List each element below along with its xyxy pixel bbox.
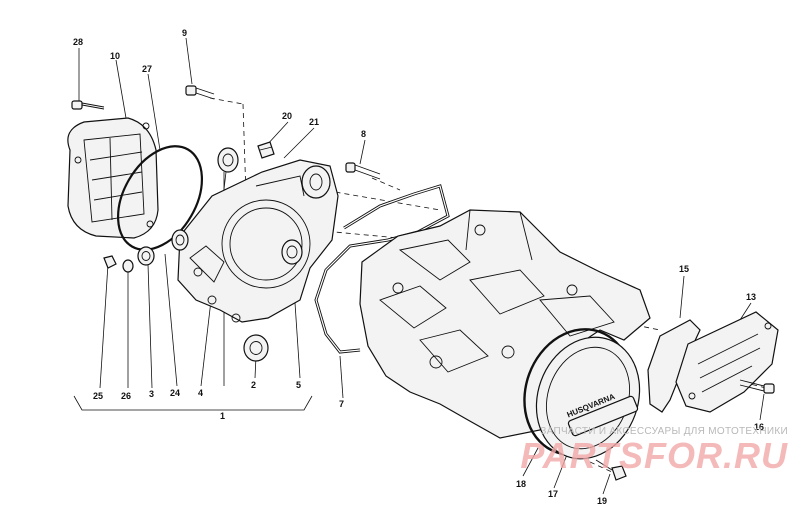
bolt-8 xyxy=(345,162,381,180)
washer-3 xyxy=(137,246,155,266)
callout-25: 25 xyxy=(93,391,104,401)
seal-24 xyxy=(171,229,189,251)
callout-17: 17 xyxy=(548,489,559,499)
ignition-cover-17 xyxy=(535,336,641,460)
cover-10 xyxy=(67,117,159,239)
callout-3: 3 xyxy=(149,389,155,399)
crankcase-left xyxy=(177,159,339,323)
cover-13 xyxy=(675,311,779,413)
watermark: ЗАПЧАСТИ И АКСЕССУАРЫ ДЛЯ МОТОТЕХНИКИ PA… xyxy=(520,426,788,477)
bearing-5 xyxy=(281,239,303,265)
o-ring-27 xyxy=(116,145,204,251)
callout-16: 16 xyxy=(754,422,765,432)
nut-25 xyxy=(103,255,117,269)
callout-10: 10 xyxy=(110,51,121,61)
bolt-16 xyxy=(739,379,775,394)
bolt-28 xyxy=(71,100,105,110)
bearing-upper xyxy=(217,147,239,173)
callout-4: 4 xyxy=(198,388,204,398)
callout-24: 24 xyxy=(170,388,181,398)
gasket-15 xyxy=(647,319,701,413)
callout-26: 26 xyxy=(121,391,132,401)
bolt-19 xyxy=(595,459,627,481)
callout-9: 9 xyxy=(182,28,188,38)
plug-20 xyxy=(257,141,275,159)
callout-5: 5 xyxy=(296,380,302,390)
bolt-9 xyxy=(185,85,215,100)
watermark-subtitle: ЗАПЧАСТИ И АКСЕССУАРЫ ДЛЯ МОТОТЕХНИКИ xyxy=(540,426,788,437)
washer-26 xyxy=(122,259,134,273)
gasket-7 xyxy=(314,184,450,354)
watermark-logo: PARTSFOR.RU xyxy=(520,435,788,476)
callout-18: 18 xyxy=(516,479,527,489)
callout-7: 7 xyxy=(339,399,345,409)
callout-28: 28 xyxy=(73,37,84,47)
callout-13: 13 xyxy=(746,292,757,302)
callout-15: 15 xyxy=(679,264,690,274)
bearing-2 xyxy=(243,334,269,362)
engine-block xyxy=(359,209,651,439)
callout-21: 21 xyxy=(309,117,320,127)
callout-2: 2 xyxy=(251,380,257,390)
callout-8: 8 xyxy=(361,129,367,139)
callout-1: 1 xyxy=(220,411,226,421)
callout-20: 20 xyxy=(282,111,293,121)
callout-19: 19 xyxy=(597,496,608,506)
callout-27: 27 xyxy=(142,64,153,74)
